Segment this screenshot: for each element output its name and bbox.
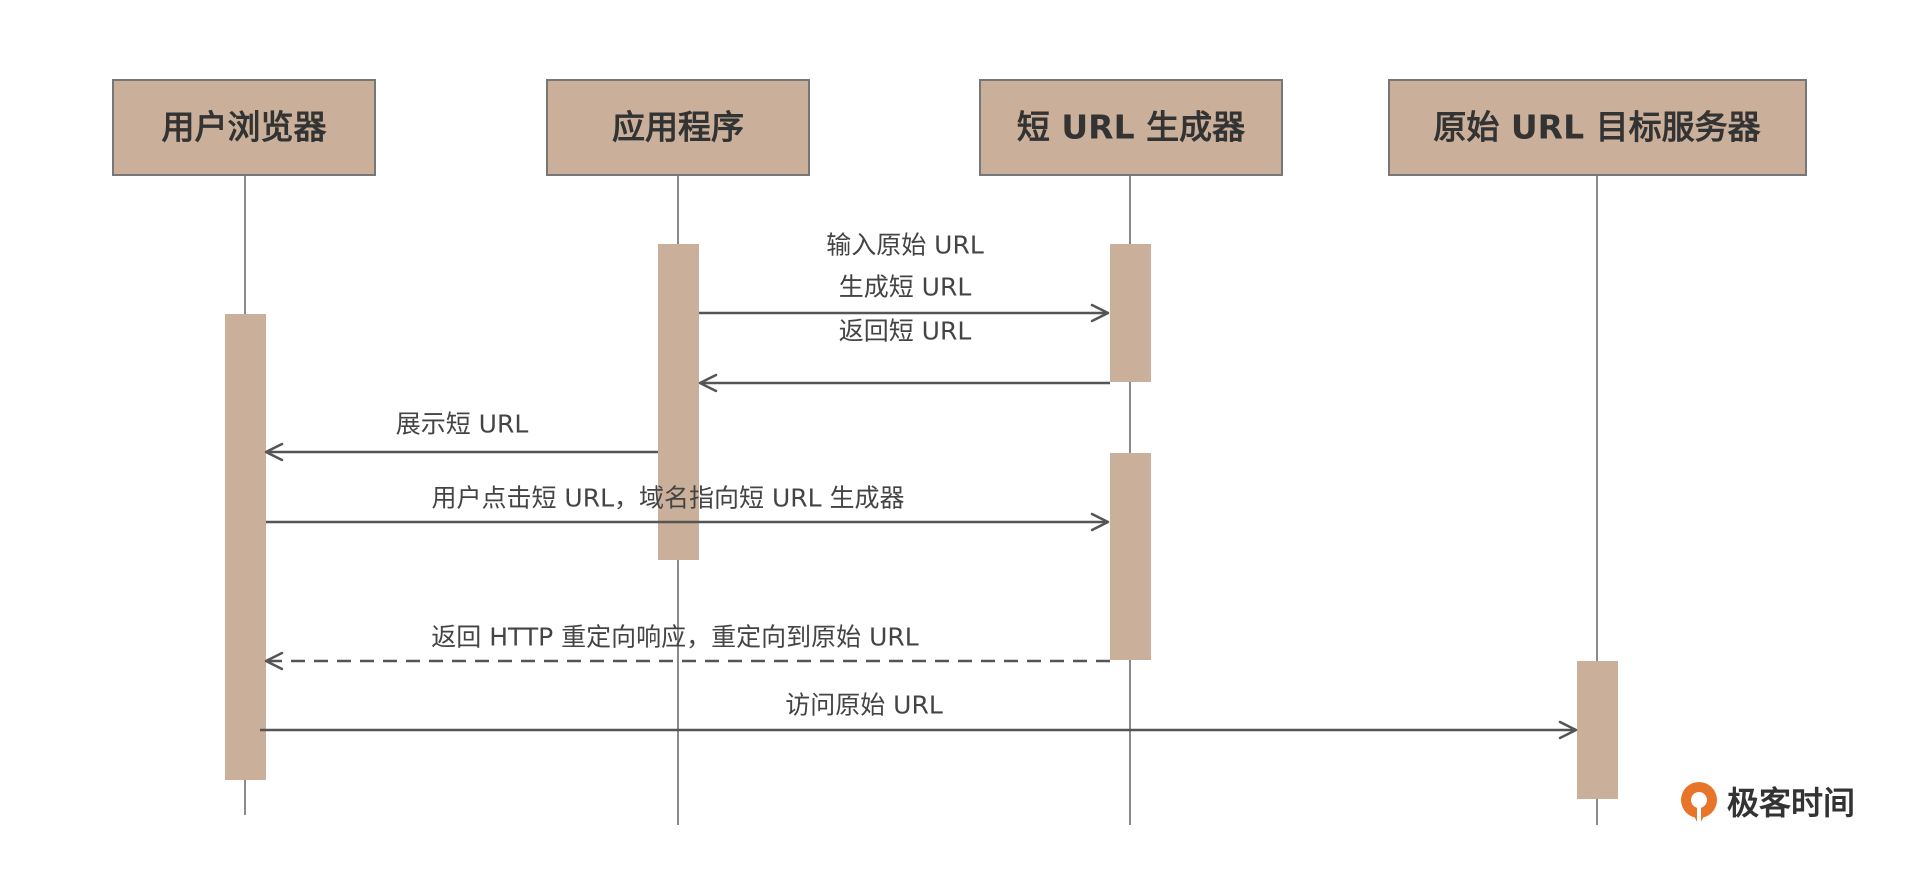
message-label-visit-original-url: 访问原始 URL [785, 691, 943, 720]
actor-label-app: 应用程序 [612, 108, 744, 147]
actor-app: 应用程序 [546, 79, 810, 176]
message-arrow-app-to-generator [699, 303, 1110, 323]
actor-target: 原始 URL 目标服务器 [1388, 79, 1807, 176]
message-arrow-browser-to-target [260, 720, 1578, 740]
activation-generator-2 [1110, 453, 1151, 660]
logo-text: 极客时间 [1727, 784, 1855, 822]
geektime-logo: 极客时间 [1681, 782, 1855, 826]
actor-label-target: 原始 URL 目标服务器 [1433, 108, 1761, 147]
message-arrow-app-to-browser [264, 442, 658, 462]
message-label-show-short-url: 展示短 URL [396, 410, 529, 439]
actor-generator: 短 URL 生成器 [979, 79, 1283, 176]
message-label-return-short-url: 返回短 URL [839, 317, 972, 346]
message-label-click-short-url: 用户点击短 URL，域名指向短 URL 生成器 [431, 484, 904, 513]
actor-browser: 用户浏览器 [112, 79, 376, 176]
actor-label-browser: 用户浏览器 [162, 108, 328, 147]
message-label-generate-short-url: 生成短 URL [839, 273, 972, 302]
geektime-logo-icon [1681, 782, 1717, 826]
activation-app [658, 244, 699, 560]
actor-label-generator: 短 URL 生成器 [1017, 108, 1246, 147]
message-arrow-generator-to-browser-dashed [264, 651, 1110, 671]
message-arrow-generator-to-app [698, 373, 1110, 393]
activation-target [1577, 661, 1618, 799]
message-arrow-browser-to-generator [266, 512, 1110, 532]
activation-generator-1 [1110, 244, 1151, 382]
message-label-input-url: 输入原始 URL [826, 231, 984, 260]
activation-browser [225, 314, 266, 780]
message-label-http-redirect: 返回 HTTP 重定向响应，重定向到原始 URL [431, 623, 918, 652]
